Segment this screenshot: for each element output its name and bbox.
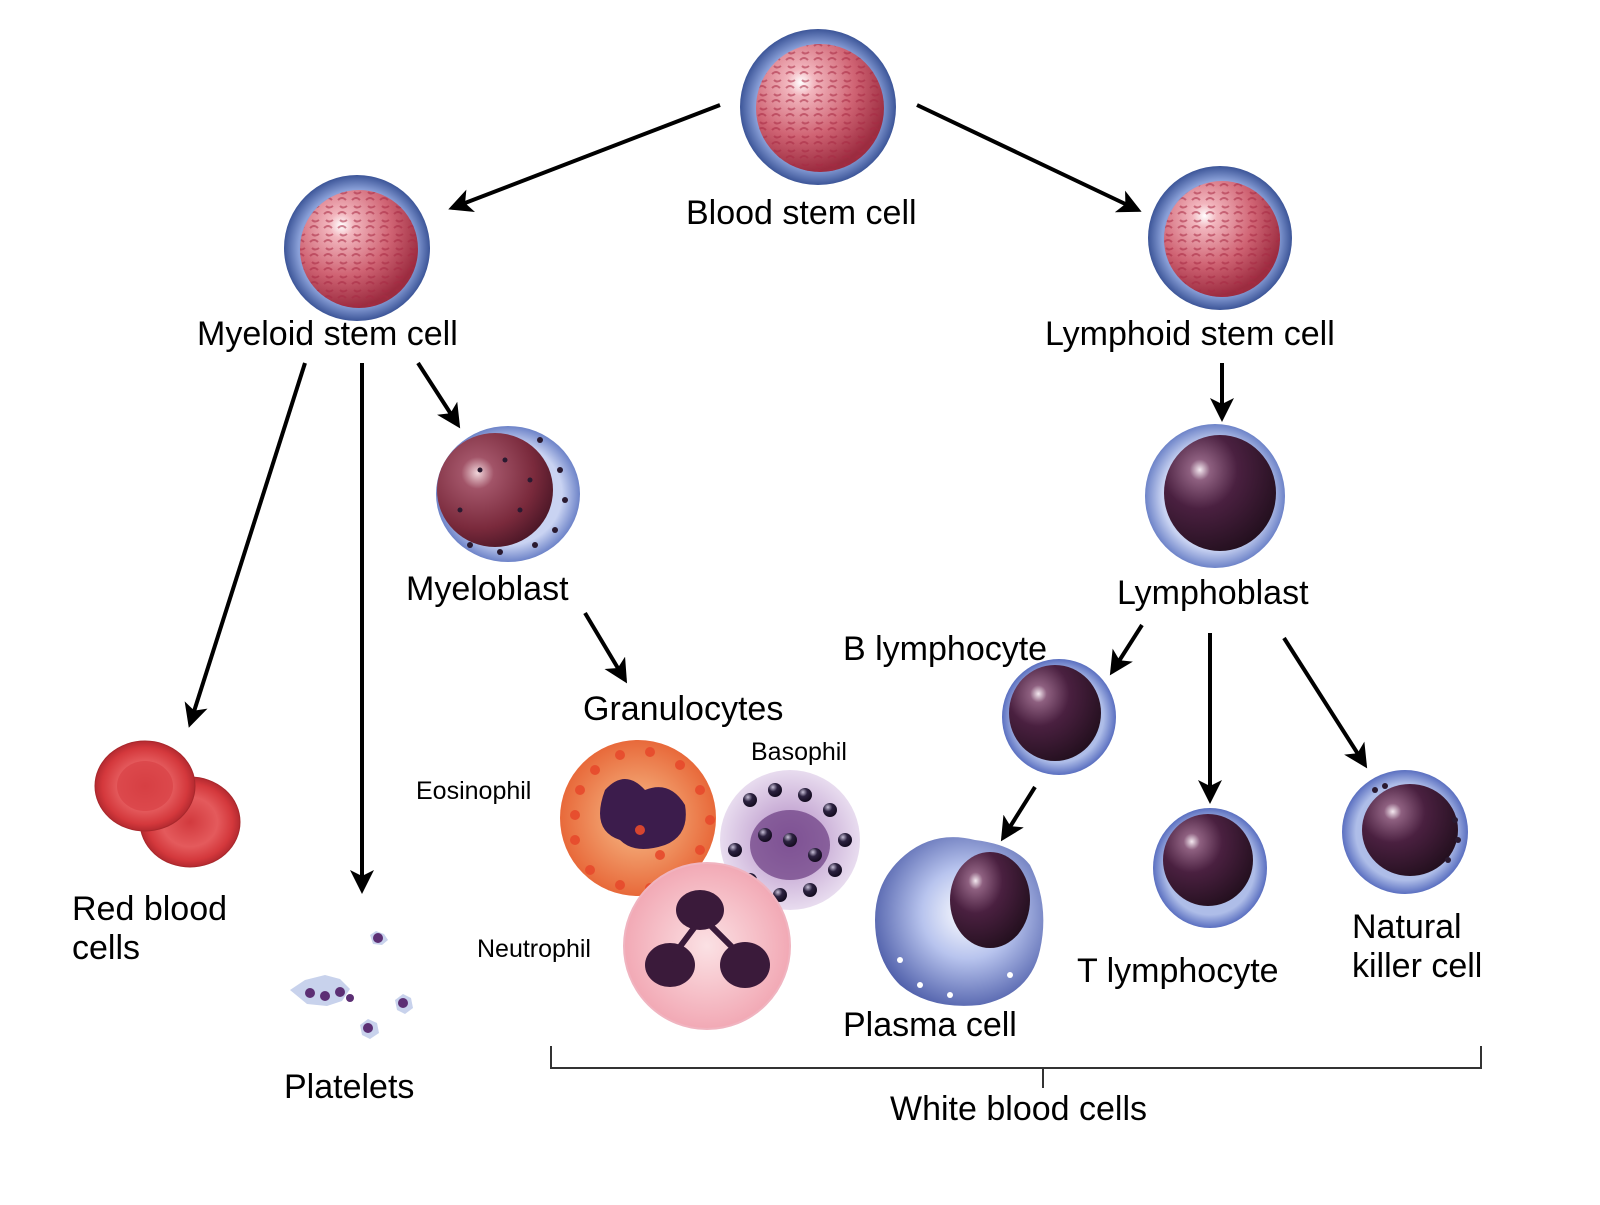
label-white-blood-cells: White blood cells — [890, 1090, 1148, 1128]
label-platelets: Platelets — [284, 1068, 415, 1106]
myeloid-stem-cell-image — [284, 175, 430, 321]
label-blood-stem-cell: Blood stem cell — [686, 194, 917, 232]
label-lymphoblast: Lymphoblast — [1117, 574, 1309, 612]
neutrophil-image — [623, 862, 791, 1030]
label-basophil: Basophil — [751, 738, 847, 766]
blood-stem-cell-image — [740, 29, 896, 185]
edge-blood-to-lymphoid — [916, 103, 1142, 213]
label-t-lymphocyte: T lymphocyte — [1077, 952, 1279, 990]
red-blood-cells-image — [94, 740, 241, 868]
edge-b-to-plasma — [1000, 785, 1037, 842]
white-blood-cells-bracket — [550, 1046, 1482, 1088]
natural-killer-cell-image — [1342, 770, 1468, 894]
edge-lymphoblast-to-nk — [1282, 636, 1368, 769]
label-eosinophil: Eosinophil — [416, 777, 532, 805]
label-myeloblast: Myeloblast — [406, 570, 569, 608]
label-plasma-cell: Plasma cell — [843, 1006, 1017, 1044]
label-neutrophil: Neutrophil — [477, 935, 591, 963]
label-natural-killer-cell: Natural killer cell — [1352, 908, 1483, 986]
basophil-image — [720, 770, 860, 910]
edge-lymphoblast-to-b — [1109, 623, 1144, 676]
b-lymphocyte-image — [1002, 659, 1116, 775]
label-myeloid-stem-cell: Myeloid stem cell — [197, 315, 458, 353]
t-lymphocyte-image — [1153, 808, 1267, 928]
label-red-blood-cells: Red blood cells — [72, 890, 228, 968]
edges — [184, 103, 1368, 894]
lymphoblast-image — [1145, 424, 1285, 568]
edge-myeloblast-to-granulocytes — [583, 611, 628, 684]
edge-blood-to-myeloid — [448, 103, 721, 213]
platelets-image — [290, 931, 413, 1039]
eosinophil-image — [560, 740, 716, 896]
edge-myeloid-to-rbc — [184, 362, 307, 728]
lymphoid-stem-cell-image — [1148, 166, 1292, 310]
label-lymphoid-stem-cell: Lymphoid stem cell — [1045, 315, 1335, 353]
edge-myeloid-to-myeloblast — [416, 361, 461, 429]
myeloblast-image — [436, 426, 580, 562]
label-b-lymphocyte: B lymphocyte — [843, 630, 1048, 668]
plasma-cell-image — [875, 837, 1044, 1006]
label-granulocytes: Granulocytes — [583, 690, 784, 728]
